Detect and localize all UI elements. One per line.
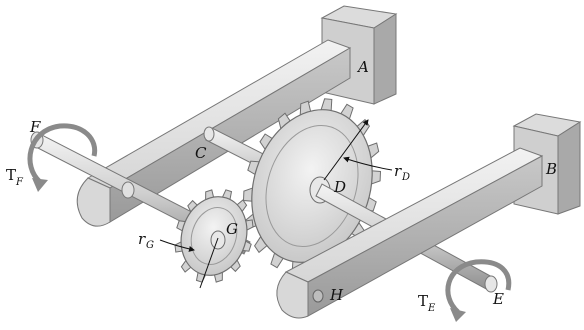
arm-a bbox=[76, 39, 352, 227]
label-g: G bbox=[226, 220, 238, 238]
label-r-d-sub: D bbox=[401, 172, 410, 183]
gear-g bbox=[174, 189, 254, 283]
label-d: D bbox=[333, 178, 346, 196]
arm-b bbox=[276, 147, 544, 319]
label-t-f: T F bbox=[6, 166, 24, 188]
label-a: A bbox=[356, 58, 369, 76]
torque-arrow-e bbox=[445, 259, 512, 322]
label-r-d: r D bbox=[394, 162, 410, 183]
label-r-g-sub: G bbox=[146, 240, 154, 251]
label-h: H bbox=[329, 286, 344, 304]
label-c: C bbox=[195, 144, 207, 162]
radius-d-leader bbox=[323, 119, 393, 181]
torque-arrow-f bbox=[27, 123, 98, 192]
label-r-d-main: r bbox=[394, 162, 402, 180]
label-f: F bbox=[29, 118, 41, 136]
label-t-e-sub: E bbox=[427, 303, 436, 314]
label-t-e-main: T bbox=[418, 292, 428, 310]
label-t-f-sub: F bbox=[15, 177, 24, 188]
radius-g-leader bbox=[159, 237, 219, 289]
label-b: B bbox=[545, 160, 557, 178]
label-e: E bbox=[492, 290, 504, 308]
label-t-e: T E bbox=[418, 292, 436, 314]
label-r-g: r G bbox=[138, 230, 154, 251]
label-r-g-main: r bbox=[138, 230, 146, 248]
label-t-f-main: T bbox=[6, 166, 16, 184]
